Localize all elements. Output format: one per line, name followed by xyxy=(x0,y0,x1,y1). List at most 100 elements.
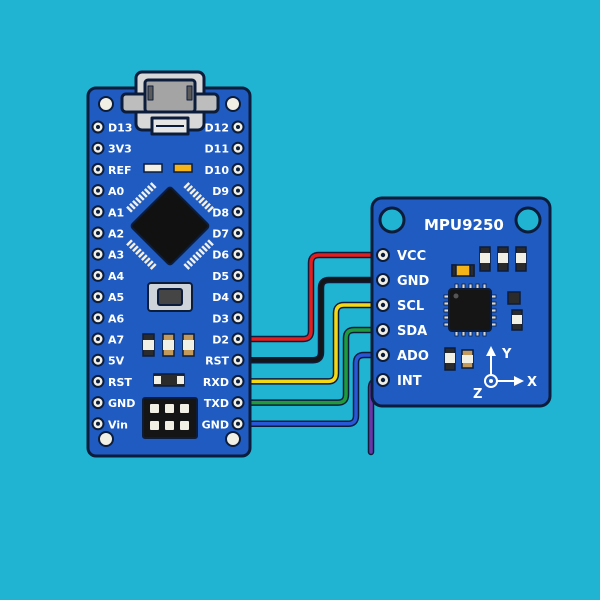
nano-pin-label-right-d12: D12 xyxy=(205,122,229,135)
chip-leg xyxy=(143,188,151,195)
nano-pin-hole xyxy=(96,358,100,363)
nano-pin-label-right-d8: D8 xyxy=(212,206,229,219)
mpu-pin-label-int: INT xyxy=(397,374,422,389)
nano-pin-label-left-a0: A0 xyxy=(108,185,125,198)
mpu-title: MPU9250 xyxy=(424,216,504,234)
mpu-pin-hole xyxy=(380,377,386,383)
icsp-pin xyxy=(180,404,189,413)
chip-leg xyxy=(126,239,133,247)
chip-leg xyxy=(135,196,142,204)
nano-pin-label-left-a4: A4 xyxy=(108,270,125,283)
mpu-pin-label-gnd: GND xyxy=(397,274,430,289)
chip-leg xyxy=(143,257,151,264)
chip-leg xyxy=(186,185,194,192)
nano-pin-label-left-3v3: 3V3 xyxy=(108,143,132,156)
nano-pin-hole xyxy=(96,294,100,299)
reset-button-icon xyxy=(147,282,193,312)
chip-leg xyxy=(186,260,194,267)
nano-pin-label-right-gnd: GND xyxy=(202,418,229,431)
chip-leg xyxy=(192,191,200,198)
chip-leg xyxy=(183,182,191,189)
nano-pin-label-left-a7: A7 xyxy=(108,334,124,347)
nano-mounting-holes xyxy=(98,96,241,447)
chip-leg xyxy=(129,242,136,250)
chip-leg xyxy=(149,263,157,270)
nano-pin-label-left-a3: A3 xyxy=(108,249,124,262)
nano-pin-hole xyxy=(96,125,100,129)
chip-leg xyxy=(201,199,208,207)
nano-pin-hole xyxy=(236,315,240,320)
nano-pin-hole xyxy=(96,273,100,278)
smd-components xyxy=(142,333,195,387)
nano-pin-label-right-rxd: RXD xyxy=(203,376,229,389)
mpu-pin-label-sda: SDA xyxy=(397,324,427,339)
chip-leg xyxy=(140,191,148,198)
chip-leg xyxy=(132,245,139,253)
nano-pin-label-left-d13: D13 xyxy=(108,122,132,135)
mpu-pin-hole xyxy=(380,277,386,283)
nano-pin-hole xyxy=(236,231,240,235)
mpu-pin-label-ado: ADO xyxy=(397,349,429,364)
axis-label-x: X xyxy=(527,375,537,390)
mpu-pin-hole xyxy=(380,302,386,308)
chip-leg xyxy=(195,251,202,258)
chip-leg xyxy=(138,194,145,201)
icsp-pin xyxy=(165,404,174,413)
mpu-pin-label-vcc: VCC xyxy=(397,249,426,264)
nano-pin-label-right-d2: D2 xyxy=(212,334,229,347)
nano-pin-hole xyxy=(236,209,240,214)
nano-pin-hole xyxy=(236,337,240,341)
nano-pin-label-left-a2: A2 xyxy=(108,228,124,241)
nano-pin-hole xyxy=(96,252,100,257)
nano-pin-hole xyxy=(96,188,100,193)
nano-pin-hole xyxy=(96,209,100,214)
wire-d2-to-vcc xyxy=(236,253,385,341)
mpu-pin-label-scl: SCL xyxy=(397,299,424,314)
wire-rxd-to-scl xyxy=(236,303,385,384)
usb-connector-icon xyxy=(120,70,220,136)
icsp-pin xyxy=(180,421,189,430)
chip-leg xyxy=(189,188,197,195)
chip-leg xyxy=(135,248,142,256)
icsp-pin xyxy=(150,404,159,413)
nano-pin-label-right-txd: TXD xyxy=(204,397,229,410)
nano-pin-label-right-d6: D6 xyxy=(212,249,229,262)
chip-leg xyxy=(140,254,148,261)
axis-label-y: Y xyxy=(501,347,512,362)
nano-pin-hole xyxy=(96,379,100,384)
mpu-mounting-holes xyxy=(378,206,542,234)
microcontroller-chip-icon xyxy=(126,182,214,270)
nano-pin-hole xyxy=(236,379,240,384)
nano-pin-label-left-rst: RST xyxy=(108,376,132,389)
mpu-pin-row: VCC GND SCL SDA ADO INT xyxy=(376,248,430,389)
nano-pin-hole xyxy=(236,294,240,299)
nano-pin-label-left-5v: 5V xyxy=(108,355,125,368)
wire-txd-to-sda xyxy=(236,328,385,405)
nano-pin-hole xyxy=(96,231,100,235)
nano-pin-label-right-d7: D7 xyxy=(212,228,229,241)
icsp-pin xyxy=(150,421,159,430)
nano-pin-label-left-vin: Vin xyxy=(108,418,128,431)
nano-pin-hole xyxy=(236,400,240,405)
imu-chip-icon xyxy=(443,283,497,337)
nano-pin-hole xyxy=(96,315,100,320)
chip-leg xyxy=(207,239,214,247)
nano-pin-label-right-d10: D10 xyxy=(205,164,230,177)
chip-leg xyxy=(198,196,205,204)
nano-pin-hole xyxy=(236,125,240,129)
nano-pin-label-left-a5: A5 xyxy=(108,291,124,304)
nano-pin-label-right-d5: D5 xyxy=(212,270,229,283)
mpu-pin-hole xyxy=(380,352,386,358)
nano-pin-hole xyxy=(96,400,100,405)
nano-pin-label-right-d3: D3 xyxy=(212,312,229,325)
mpu-pin-hole xyxy=(380,327,386,333)
chip-leg xyxy=(201,245,208,253)
mpu9250-module: MPU9250 xyxy=(370,196,552,408)
nano-pin-hole xyxy=(236,252,240,257)
axis-indicator-icon xyxy=(484,346,524,388)
icsp-header-icon xyxy=(142,397,198,439)
wire-gnd-to-ado xyxy=(236,353,385,426)
